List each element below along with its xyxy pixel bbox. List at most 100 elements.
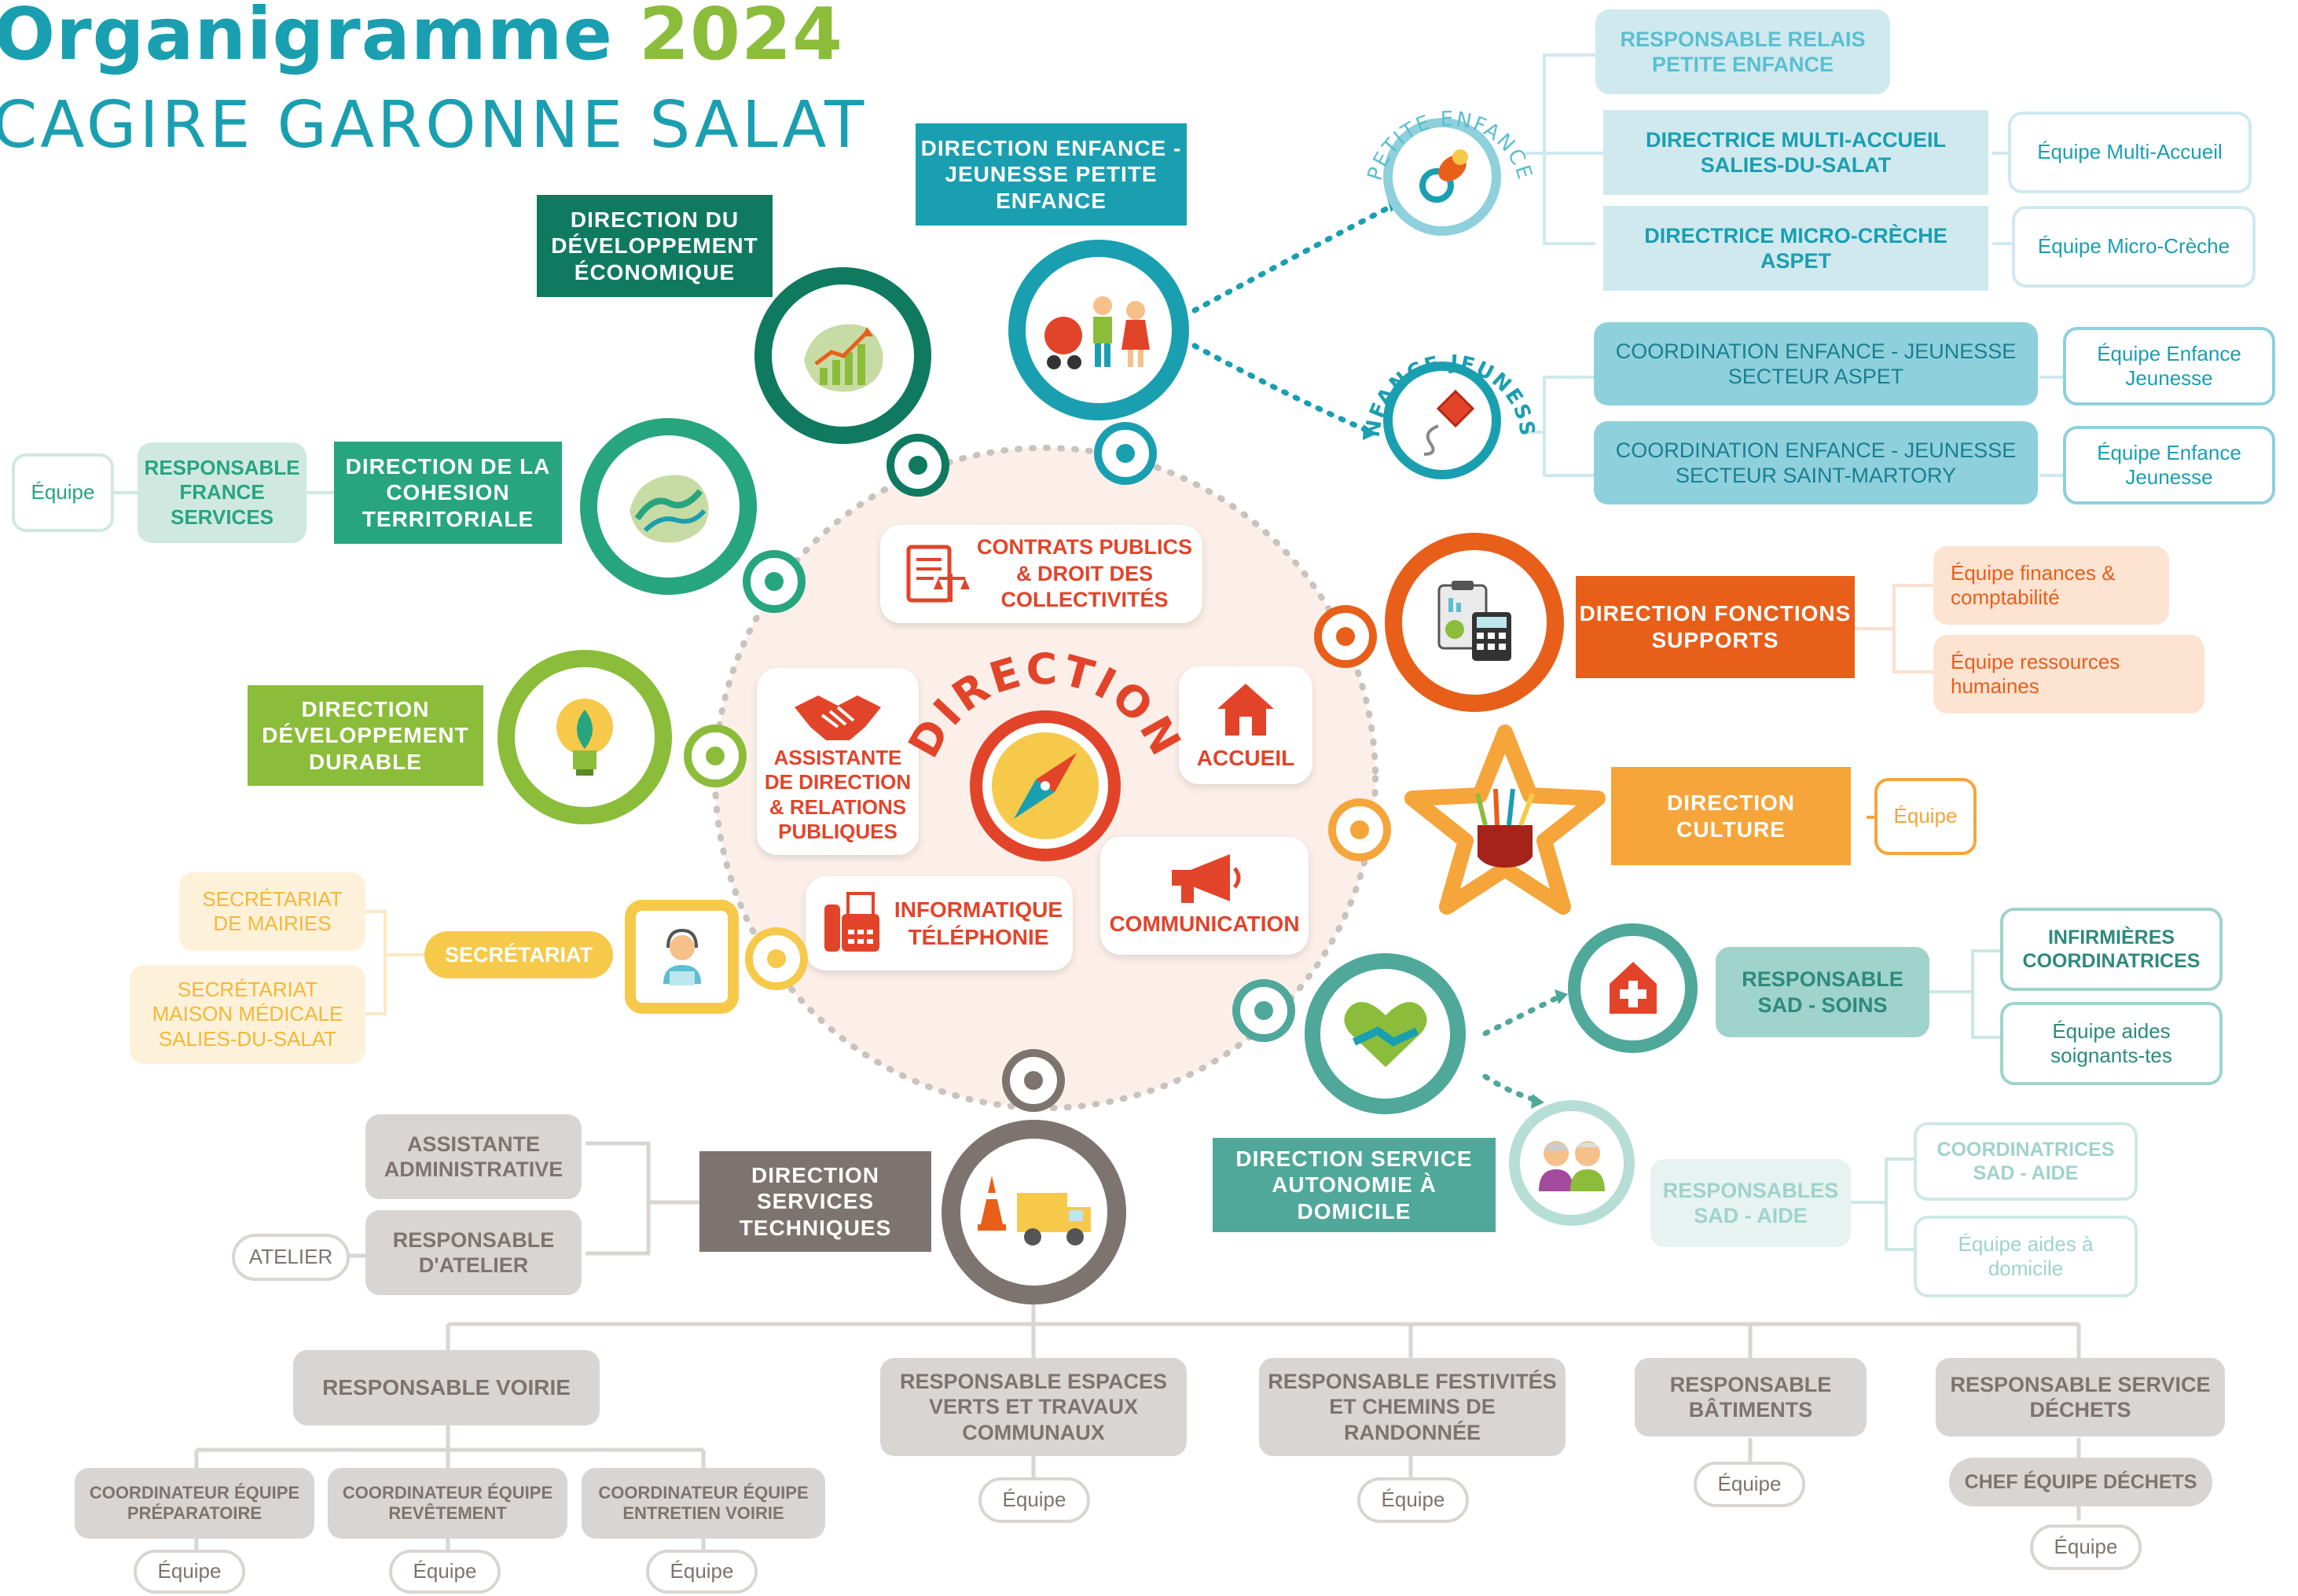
arrow-sad-soins: [1482, 993, 1563, 1036]
box-coord-saint-martory: COORDINATION ENFANCE - JEUNESSE SECTEUR …: [1594, 421, 2038, 504]
cohesion-ring: [580, 418, 757, 595]
contract-scale-icon: [906, 545, 970, 603]
calculator-clipboard-icon: [1437, 581, 1511, 661]
target-dev-eco: [887, 434, 949, 497]
equipe-batiments: Équipe: [1694, 1462, 1805, 1507]
direction-tech-tag: DIRECTION SERVICES TECHNIQUES: [699, 1151, 931, 1252]
equipe-revet: Équipe: [389, 1550, 501, 1594]
box-chef-dechets: CHEF ÉQUIPE DÉCHETS: [1949, 1458, 2212, 1506]
equipe-festivites: Équipe: [1357, 1477, 1469, 1523]
box-france-services: RESPONSABLE FRANCE SERVICES: [138, 442, 307, 543]
growth-map-icon: [803, 323, 883, 391]
box-resp-atelier: RESPONSABLE D'ATELIER: [365, 1210, 582, 1295]
box-equipe-multi-accueil: Équipe Multi-Accueil: [2008, 112, 2252, 193]
box-finances: Équipe finances & comptabilité: [1933, 546, 2169, 625]
arrow-enfance-jeunesse: [1191, 343, 1371, 434]
secretariat-badge: [625, 900, 739, 1014]
arrow-petite-enfance: [1191, 201, 1398, 314]
direction-center-emblem: DIRECTION: [898, 644, 1189, 861]
box-micro-creche: DIRECTRICE MICRO-CRÈCHE ASPET: [1603, 206, 1988, 291]
target-supports: [1314, 605, 1377, 668]
tech-ring: [942, 1120, 1126, 1304]
enfance-ring: [1008, 240, 1189, 420]
heart-hands-icon: [1343, 1001, 1427, 1067]
card-accueil: ACCUEIL: [1179, 666, 1312, 784]
box-aides-soignants: Équipe aides soignants-tes: [2000, 1002, 2223, 1085]
durable-ring: [497, 650, 672, 824]
aide-ring: [1509, 1100, 1635, 1226]
target-culture: [1328, 798, 1391, 861]
soins-ring: [1568, 923, 1698, 1053]
box-equipe-ej-1: Équipe Enfance Jeunesse: [2063, 327, 2275, 405]
hands-map-icon: [629, 474, 708, 542]
direction-sad-tag: DIRECTION SERVICE AUTONOMIE À DOMICILE: [1213, 1138, 1496, 1232]
brushes-head-icon: [1475, 788, 1535, 868]
box-sad-aide: RESPONSABLES SAD - AIDE: [1650, 1159, 1851, 1247]
box-coord-aide: COORDINATRICES SAD - AIDE: [1914, 1122, 2138, 1201]
equipe-prep: Équipe: [134, 1550, 245, 1594]
direction-durable-tag: DIRECTION DÉVELOPPEMENT DURABLE: [248, 685, 483, 786]
box-secretariat-maison-medicale: SECRÉTARIAT MAISON MÉDICALE SALIES-DU-SA…: [130, 965, 365, 1064]
box-coord-prep: COORDINATEUR ÉQUIPE PRÉPARATOIRE: [75, 1468, 314, 1539]
dev-eco-ring: [754, 267, 931, 444]
elderly-couple-icon: [1539, 1141, 1605, 1191]
enfance-jeunesse-label: ENFANCE JEUNESSE: [1328, 288, 1537, 438]
medical-cross-icon: [1609, 961, 1657, 1014]
target-durable: [684, 725, 747, 787]
equipe-espaces-verts: Équipe: [978, 1477, 1090, 1523]
operator-icon: [663, 928, 701, 985]
direction-cohesion-tag: DIRECTION DE LA COHESION TERRITORIALE: [334, 442, 562, 544]
box-rh: Équipe ressources humaines: [1933, 635, 2204, 714]
fax-phone-icon: [824, 892, 879, 952]
direction-dev-eco-tag: DIRECTION DU DÉVELOPPEMENT ÉCONOMIQUE: [537, 195, 773, 297]
equipe-entretien: Équipe: [646, 1550, 758, 1594]
svg-text:ENFANCE JEUNESSE: ENFANCE JEUNESSE: [1328, 288, 1539, 438]
house-icon: [1217, 684, 1274, 736]
box-coord-revet: COORDINATEUR ÉQUIPE REVÊTEMENT: [328, 1468, 567, 1539]
card-informatique: INFORMATIQUE TÉLÉPHONIE: [806, 876, 1073, 970]
card-communication: COMMUNICATION: [1100, 837, 1309, 955]
target-secretariat: [745, 927, 808, 990]
target-cohesion: [743, 550, 806, 613]
box-atelier: ATELIER: [232, 1234, 350, 1281]
box-voirie: RESPONSABLE VOIRIE: [293, 1350, 600, 1425]
culture-star: [1404, 725, 1606, 915]
handshake-icon: [795, 695, 881, 740]
secretariat-tag: SECRÉTARIAT: [424, 931, 613, 978]
petite-enfance-label: PETITE ENFANCE: [1364, 108, 1537, 184]
direction-culture-tag: DIRECTION CULTURE: [1611, 767, 1851, 865]
sad-ring: [1305, 953, 1466, 1114]
page-subtitle: CAGIRE GARONNE SALAT: [0, 88, 868, 163]
box-coord-aspet: COORDINATION ENFANCE - JEUNESSE SECTEUR …: [1594, 322, 2038, 405]
box-culture-equipe: Équipe: [1874, 778, 1977, 855]
direction-supports-tag: DIRECTION FONCTIONS SUPPORTS: [1576, 576, 1855, 678]
box-sad-soins: RESPONSABLE SAD - SOINS: [1716, 947, 1929, 1037]
svg-text:PETITE ENFANCE: PETITE ENFANCE: [1364, 108, 1537, 184]
equipe-dechets: Équipe: [2030, 1524, 2142, 1570]
target-tech: [1002, 1049, 1065, 1112]
kite-icon: [1423, 389, 1475, 456]
pacifier-icon: [1419, 149, 1468, 203]
target-enfance: [1094, 422, 1157, 485]
box-coord-entretien: COORDINATEUR ÉQUIPE ENTRETIEN VOIRIE: [582, 1468, 825, 1539]
box-espaces-verts: RESPONSABLE ESPACES VERTS ET TRAVAUX COM…: [880, 1358, 1187, 1456]
target-sad: [1232, 979, 1295, 1042]
megaphone-icon: [1172, 854, 1241, 903]
box-cohesion-equipe: Équipe: [12, 453, 114, 532]
box-relais: RESPONSABLE RELAIS PETITE ENFANCE: [1595, 9, 1890, 94]
box-multi-accueil: DIRECTRICE MULTI-ACCUEIL SALIES-DU-SALAT: [1603, 110, 1988, 195]
page-title: Organigramme 2024: [0, 0, 844, 76]
truck-cone-icon: [977, 1175, 1091, 1246]
box-aides-domicile: Équipe aides à domicile: [1914, 1216, 2138, 1297]
direction-enfance-tag: DIRECTION ENFANCE - JEUNESSE PETITE ENFA…: [916, 123, 1187, 226]
card-contrats: CONTRATS PUBLICS & DROIT DES COLLECTIVIT…: [880, 525, 1202, 623]
box-infirmieres: INFIRMIÈRES COORDINATRICES: [2000, 908, 2223, 991]
box-festivites: RESPONSABLE FESTIVITÉS ET CHEMINS DE RAN…: [1259, 1358, 1566, 1456]
supports-ring: [1385, 533, 1564, 712]
box-equipe-ej-2: Équipe Enfance Jeunesse: [2063, 426, 2275, 504]
lightbulb-leaf-icon: [556, 699, 613, 776]
arrow-sad-aide: [1482, 1073, 1540, 1103]
box-secretariat-mairies: SECRÉTARIAT DE MAIRIES: [179, 872, 365, 951]
card-assistante: ASSISTANTE DE DIRECTION & RELATIONS PUBL…: [757, 668, 919, 855]
box-batiments: RESPONSABLE BÂTIMENTS: [1635, 1358, 1867, 1436]
